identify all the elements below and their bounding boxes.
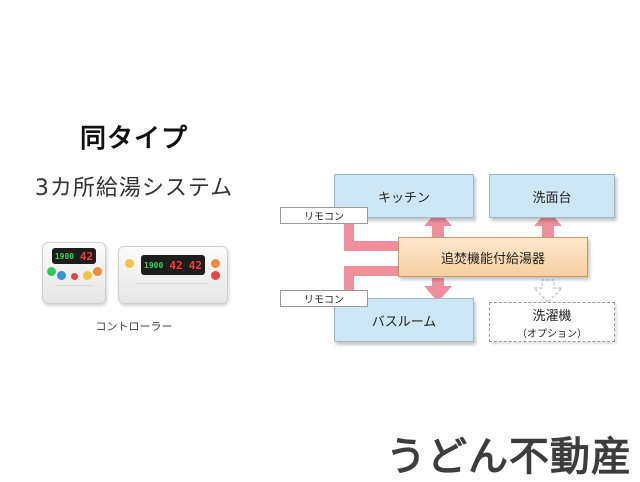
button-blue-icon: [57, 271, 66, 280]
washer-box: 洗濯機 （オプション）: [489, 302, 615, 342]
remote-bottom-connector-h: [344, 266, 400, 276]
washbasin-label: 洗面台: [532, 190, 572, 206]
remote-bottom-label: リモコン: [304, 295, 344, 306]
arrow-to-washbasin-icon: [534, 210, 562, 238]
washer-note: （オプション）: [517, 328, 587, 340]
controller-display-wide: 1900 42 42: [141, 255, 205, 275]
remote-bottom-box: リモコン: [280, 290, 368, 307]
remote-top-connector: [344, 224, 354, 248]
arrow-to-washer-icon: [532, 279, 564, 303]
display-green-value: 1900: [54, 251, 75, 261]
remote-top-box: リモコン: [280, 207, 368, 224]
kitchen-label: キッチン: [377, 190, 430, 206]
page-heading: 同タイプ: [79, 124, 188, 154]
washer-label: 洗濯機: [532, 308, 572, 324]
button-red-icon: [211, 271, 220, 280]
display-red-value-2: 42: [188, 258, 202, 272]
display-red-value: 42: [169, 258, 183, 272]
controller-image-wide: 1900 42 42: [118, 246, 228, 304]
button-green-icon: [47, 267, 56, 276]
button-red-icon: [71, 273, 78, 280]
remote-top-connector-h: [344, 241, 400, 251]
controller-display: 1900 42: [52, 248, 96, 264]
company-watermark: うどん不動産: [386, 434, 632, 480]
arrow-to-bathroom-icon: [424, 278, 452, 302]
water-heater-label: 追焚機能付給湯器: [440, 251, 545, 267]
remote-bottom-connector: [344, 266, 354, 296]
arrow-to-kitchen-icon: [424, 210, 452, 238]
system-subheading: 3カ所給湯システム: [34, 176, 234, 201]
button-orange-icon: [211, 259, 220, 268]
display-red-value: 42: [79, 249, 94, 263]
washbasin-box: 洗面台: [489, 174, 615, 218]
controller-caption: コントローラー: [95, 320, 173, 333]
remote-top-label: リモコン: [304, 212, 344, 223]
controller-grille: [137, 283, 209, 298]
water-heater-box: 追焚機能付給湯器: [398, 237, 588, 277]
bathroom-label: バスルーム: [371, 314, 437, 330]
display-green-value: 1900: [144, 260, 164, 270]
button-yellow-icon: [83, 271, 92, 280]
controller-grille: [55, 285, 93, 298]
controller-image-small: 1900 42: [42, 242, 106, 304]
button-yellow-icon: [125, 259, 134, 268]
button-orange-icon: [93, 267, 102, 276]
